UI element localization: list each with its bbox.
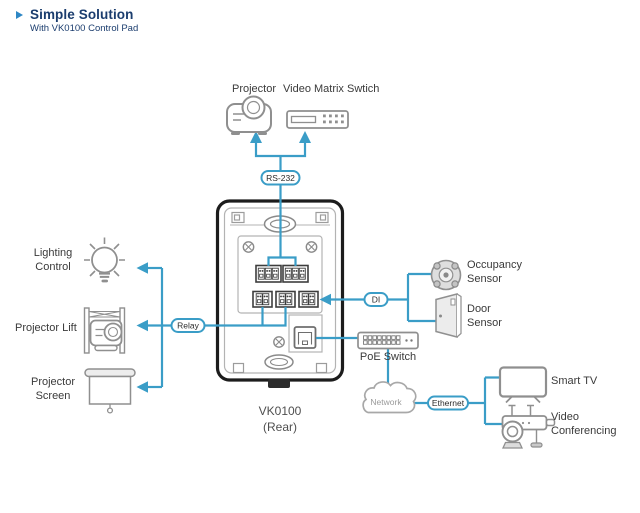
arrow-left-di-terminal-icon	[319, 293, 331, 306]
relay-tag-label: Relay	[177, 321, 199, 331]
video-conferencing-label: Video Conferencing	[551, 411, 617, 437]
di-tag-label: DI	[372, 295, 381, 305]
video-conferencing-icon	[501, 404, 556, 449]
ethernet-tag	[427, 395, 469, 411]
bottom-tab	[268, 379, 290, 388]
video-matrix-switch-label: Video Matrix Swtich	[283, 83, 380, 95]
door-sensor-label: Door Sensor	[467, 303, 502, 329]
rs232-tag-label: RS-232	[266, 173, 295, 183]
screw-icon	[242, 241, 255, 253]
di-tag	[363, 292, 389, 307]
network-cloud-label: Network	[370, 397, 402, 407]
device-name-label: VK0100 (Rear)	[258, 404, 302, 434]
ethernet-tag-label: Ethernet	[432, 398, 465, 408]
arrow-up-matrix-icon	[299, 131, 311, 143]
section-header: Simple Solution With VK0100 Control Pad	[16, 7, 138, 34]
video-matrix-switch-icon	[286, 110, 349, 129]
screw-icon	[273, 336, 285, 348]
rs232-terminal-branch	[267, 256, 297, 266]
relay-di-terminal-blocks	[252, 290, 319, 308]
network-cloud: Network	[362, 381, 417, 414]
projector-icon	[226, 95, 272, 135]
lighting-control-label: Lighting Control	[33, 247, 73, 273]
projector-label: Projector	[231, 83, 277, 95]
connection-tags: RS-232 Relay DI Ethernet	[170, 170, 469, 411]
rs232-tag	[260, 170, 301, 186]
page-title: Simple Solution	[30, 7, 134, 22]
rj45-port	[288, 314, 323, 353]
poe-switch-label: PoE Switch	[359, 351, 417, 363]
projector-screen-label: Projector Screen	[30, 376, 76, 402]
mounting-clips	[231, 211, 329, 374]
poe-switch-icon	[357, 331, 419, 350]
rs232-terminal-blocks	[255, 264, 309, 283]
vk0100-rear-device	[215, 199, 345, 388]
arrow-up-projector-icon	[250, 131, 262, 143]
occupancy-sensor-icon	[430, 259, 462, 291]
rs232-branch-line	[254, 142, 307, 158]
arrow-left-lift-icon	[136, 319, 148, 332]
smart-tv-label: Smart TV	[551, 375, 598, 387]
projector-screen-icon	[84, 368, 136, 414]
bottom-cable-hole	[264, 354, 294, 370]
arrow-left-screen-icon	[136, 381, 148, 393]
projector-lift-icon	[83, 307, 126, 354]
triangle-bullet-icon	[16, 11, 23, 19]
cloud-icon	[362, 381, 417, 414]
screw-icon	[305, 241, 318, 253]
arrow-left-lighting-icon	[136, 262, 148, 274]
page-subtitle: With VK0100 Control Pad	[30, 23, 139, 34]
relay-tag	[170, 318, 206, 333]
occupancy-sensor-label: Occupancy Sensor	[467, 259, 523, 285]
door-sensor-icon	[435, 293, 462, 338]
light-bulb-icon	[84, 237, 125, 283]
projector-lift-label: Projector Lift	[15, 322, 77, 334]
smart-tv-icon	[498, 366, 548, 404]
